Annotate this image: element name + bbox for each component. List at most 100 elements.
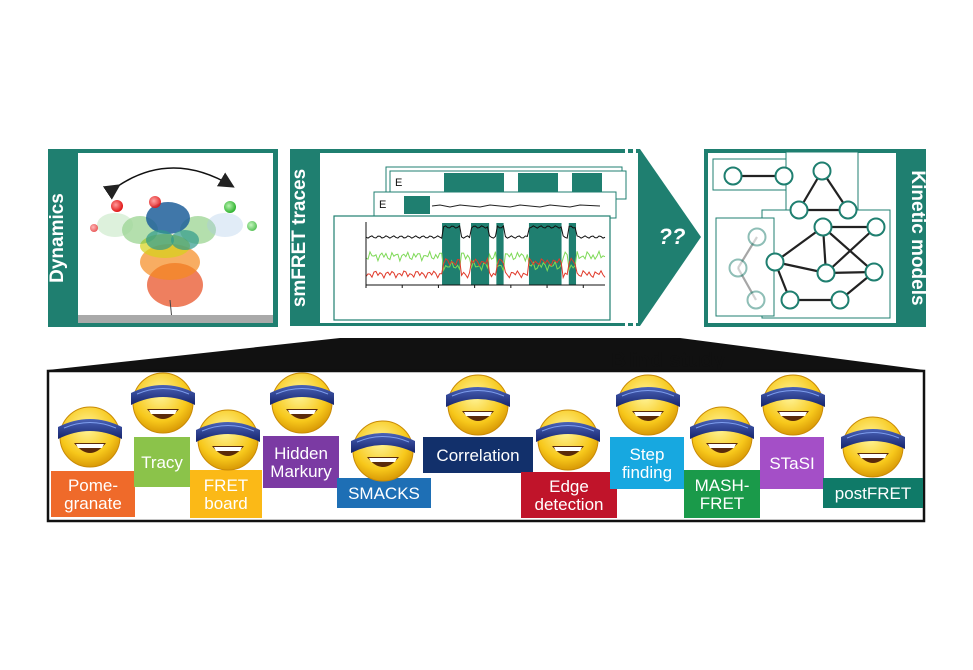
method-tag-background — [760, 437, 824, 489]
state-node — [866, 217, 886, 237]
method-tag-background — [610, 437, 684, 489]
surface-bar — [78, 315, 273, 323]
blindfold-stripe — [695, 422, 749, 429]
method-tag-background — [684, 470, 760, 518]
method-tag-label: granate — [64, 494, 122, 513]
acceptor-dye-sphere — [90, 224, 98, 232]
trace-plot-front — [333, 215, 611, 321]
teeth — [779, 412, 807, 416]
method-tag-label: MASH- — [695, 476, 750, 495]
kinetic-panel: Kinetic models — [704, 149, 928, 327]
method-tag-background — [190, 470, 262, 518]
method-correlation: Correlation — [423, 374, 533, 473]
teeth — [76, 444, 104, 448]
state-node — [789, 200, 809, 220]
blindfold-stripe — [63, 422, 117, 429]
blindfold-stripe — [766, 390, 820, 397]
method-pome-granate: Pome-granate — [51, 406, 135, 517]
method-tag-background — [134, 437, 190, 487]
blindfold-icon — [351, 433, 415, 453]
svg-text:E: E — [395, 177, 402, 189]
teeth — [288, 410, 316, 414]
method-tag-background — [337, 478, 431, 508]
state-node — [780, 290, 800, 310]
traces-vertical-label: smFRET traces — [289, 169, 310, 307]
smiley-face-icon — [352, 420, 414, 482]
method-tag-background — [51, 471, 135, 517]
teeth — [149, 410, 177, 414]
smiley-face-icon — [447, 374, 509, 436]
method-tag-label: SMACKS — [348, 484, 420, 503]
blindfold-stripe — [846, 432, 900, 439]
method-smacks: SMACKS — [337, 420, 431, 508]
method-tag-label: board — [204, 494, 247, 513]
method-tag-background — [823, 478, 923, 508]
method-tag-label: Tracy — [141, 453, 183, 472]
smiley-face-icon — [59, 406, 121, 468]
acceptor-dye-sphere — [149, 196, 161, 208]
blindfold-stripe — [451, 390, 505, 397]
blind-study-wedge — [48, 338, 924, 370]
state-node — [765, 252, 785, 272]
smiley-face-icon — [762, 374, 824, 436]
teeth — [214, 447, 242, 451]
blindfold-icon — [131, 385, 195, 405]
smiley-face-icon — [271, 372, 333, 434]
blindfold-stripe — [136, 388, 190, 395]
blindfold-icon — [690, 419, 754, 439]
blindfold-icon — [196, 422, 260, 442]
flow-arrow-head — [640, 149, 701, 326]
method-tag-label: STaSI — [769, 454, 814, 473]
method-mash-fret: MASH-FRET — [684, 406, 760, 518]
teeth — [369, 458, 397, 462]
state-node — [774, 166, 794, 186]
state-node — [746, 290, 766, 310]
kinetic-vertical-label: Kinetic models — [907, 170, 928, 305]
donor-dye-sphere — [247, 221, 257, 231]
method-tag-label: Edge — [549, 477, 589, 496]
smiley-face-icon — [132, 372, 194, 434]
high-fret-interval — [528, 223, 562, 285]
dynamics-panel — [48, 149, 278, 327]
blindfold-stripe — [201, 425, 255, 432]
transition-arrow — [822, 226, 875, 273]
dynamics-vertical-label: Dynamics — [47, 193, 68, 283]
teeth — [554, 447, 582, 451]
state-node — [728, 258, 748, 278]
method-tag-label: FRET — [204, 476, 248, 495]
teeth — [464, 412, 492, 416]
high-fret-interval — [442, 223, 461, 285]
smiley-face-icon — [691, 406, 753, 468]
high-fret-interval — [496, 223, 504, 285]
state-node — [864, 262, 884, 282]
method-tag-background — [263, 436, 339, 488]
method-postfret: postFRET — [823, 416, 923, 508]
smiley-face-icon — [617, 374, 679, 436]
blindfold-icon — [536, 422, 600, 442]
protein-structure-illustration — [97, 202, 243, 321]
state-node — [812, 161, 832, 181]
method-tag-label: Step — [630, 445, 665, 464]
blindfold-icon — [616, 387, 680, 407]
method-stasi: STaSI — [760, 374, 825, 489]
method-tag-label: postFRET — [835, 484, 912, 503]
smiley-face-icon — [197, 409, 259, 471]
question-marks: ?? — [659, 224, 686, 249]
blindfold-icon — [841, 429, 905, 449]
method-tag-label: Pome- — [68, 476, 118, 495]
blind-study-title: Blind study — [611, 349, 726, 372]
fret-efficiency-trace — [365, 224, 606, 239]
method-tag-label: Correlation — [436, 446, 519, 465]
state-node — [747, 227, 767, 247]
smiley-face-icon — [842, 416, 904, 478]
blindfold-icon — [58, 419, 122, 439]
transition-arrow — [774, 226, 824, 263]
traces-panel: E E smFRET traces — [289, 149, 701, 326]
donor-dye-sphere — [224, 201, 236, 213]
blindfold-stripe — [541, 425, 595, 432]
teeth — [634, 412, 662, 416]
